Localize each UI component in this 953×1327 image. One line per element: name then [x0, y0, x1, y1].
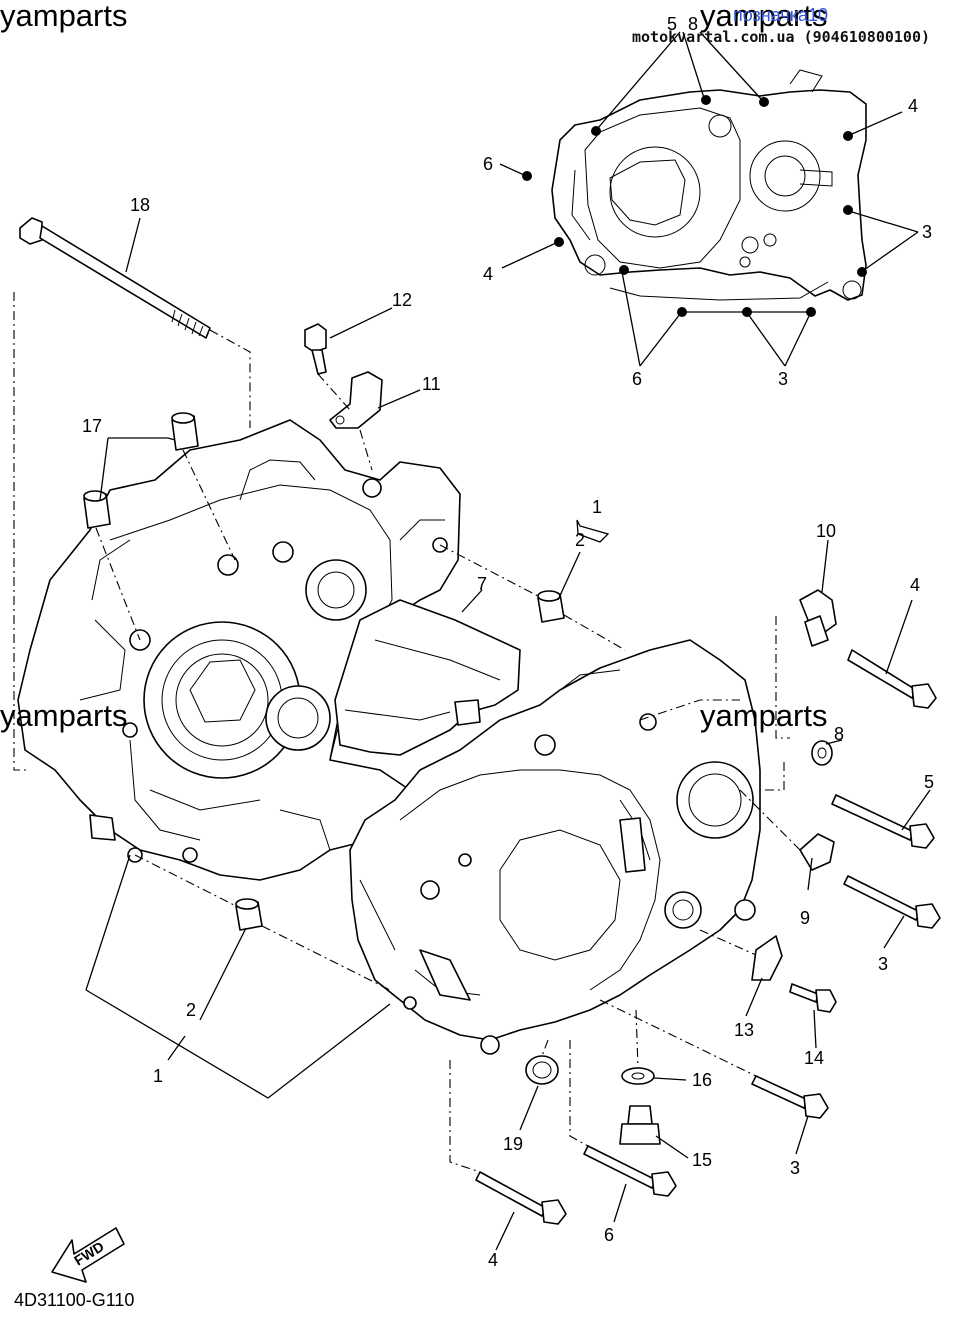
right-crankcase-half	[349, 639, 761, 1055]
callout-12: 12	[392, 290, 412, 310]
drain-bolt-15	[619, 1105, 661, 1145]
bolt-14	[789, 983, 837, 1013]
bolt-layout-outline	[551, 69, 867, 301]
forward-arrow-icon	[51, 1227, 125, 1283]
callout-15: 15	[692, 1150, 712, 1170]
callout-4: 4	[483, 264, 493, 284]
bracket-13	[751, 935, 783, 981]
callout-6: 6	[632, 369, 642, 389]
callout-11: 11	[422, 374, 441, 394]
assembly-lines	[13, 292, 801, 1173]
callout-5: 5	[667, 14, 677, 34]
callout-7: 7	[477, 574, 487, 594]
callout-1: 1	[592, 497, 602, 517]
callout-16: 16	[692, 1070, 712, 1090]
bolt-layout-leaders	[499, 31, 919, 367]
clamp-9	[799, 833, 835, 871]
long-bolt-18	[19, 217, 211, 339]
left-crankcase-half	[17, 419, 461, 881]
watermark: yamparts	[700, 0, 828, 33]
clamp-10	[799, 589, 837, 647]
note-label: позначка10	[733, 5, 829, 25]
callout-3: 3	[790, 1158, 800, 1178]
callout-19: 19	[503, 1134, 523, 1154]
callout-8: 8	[834, 724, 844, 744]
watermark: yamparts	[0, 698, 128, 733]
washer-16	[621, 1067, 655, 1085]
callout-2: 2	[575, 530, 585, 550]
bolt-12	[304, 323, 327, 375]
callout-5: 5	[924, 772, 934, 792]
callout-3: 3	[878, 954, 888, 974]
callout-9: 9	[800, 908, 810, 928]
callout-13: 13	[734, 1020, 754, 1040]
bolt-4-lower	[475, 1171, 567, 1225]
callout-leaders	[85, 217, 931, 1251]
dowel-2-upper	[537, 590, 565, 623]
site-label: motokvartal.com.ua (904610800100)	[632, 28, 931, 46]
watermark: yamparts	[700, 698, 828, 733]
callout-4: 4	[910, 575, 920, 595]
callout-8: 8	[688, 14, 698, 34]
dowel-2-lower	[235, 898, 263, 931]
callout-1: 1	[153, 1066, 163, 1086]
callout-2: 2	[186, 1000, 196, 1020]
callout-3: 3	[778, 369, 788, 389]
bolt-5	[831, 794, 935, 849]
bolt-3-right	[843, 875, 941, 929]
diagram-code: 4D31100-G110	[14, 1290, 135, 1310]
bolt-6-lower	[583, 1145, 677, 1197]
callout-18: 18	[130, 195, 150, 215]
callout-3: 3	[922, 222, 932, 242]
dowel-pins-17	[83, 412, 199, 529]
oil-seal-19	[525, 1055, 559, 1085]
bolt-4-right	[847, 649, 937, 709]
callout-6: 6	[483, 154, 493, 174]
callout-14: 14	[804, 1048, 824, 1068]
bolt-3-lower	[751, 1075, 829, 1119]
callout-6: 6	[604, 1225, 614, 1245]
callout-4: 4	[488, 1250, 498, 1270]
bracket-11	[329, 371, 383, 429]
watermark: yamparts	[0, 0, 128, 33]
oil-shield	[334, 599, 521, 756]
washer-8	[811, 740, 833, 766]
callout-10: 10	[816, 521, 836, 541]
callout-4: 4	[908, 96, 918, 116]
callout-17: 17	[82, 416, 102, 436]
